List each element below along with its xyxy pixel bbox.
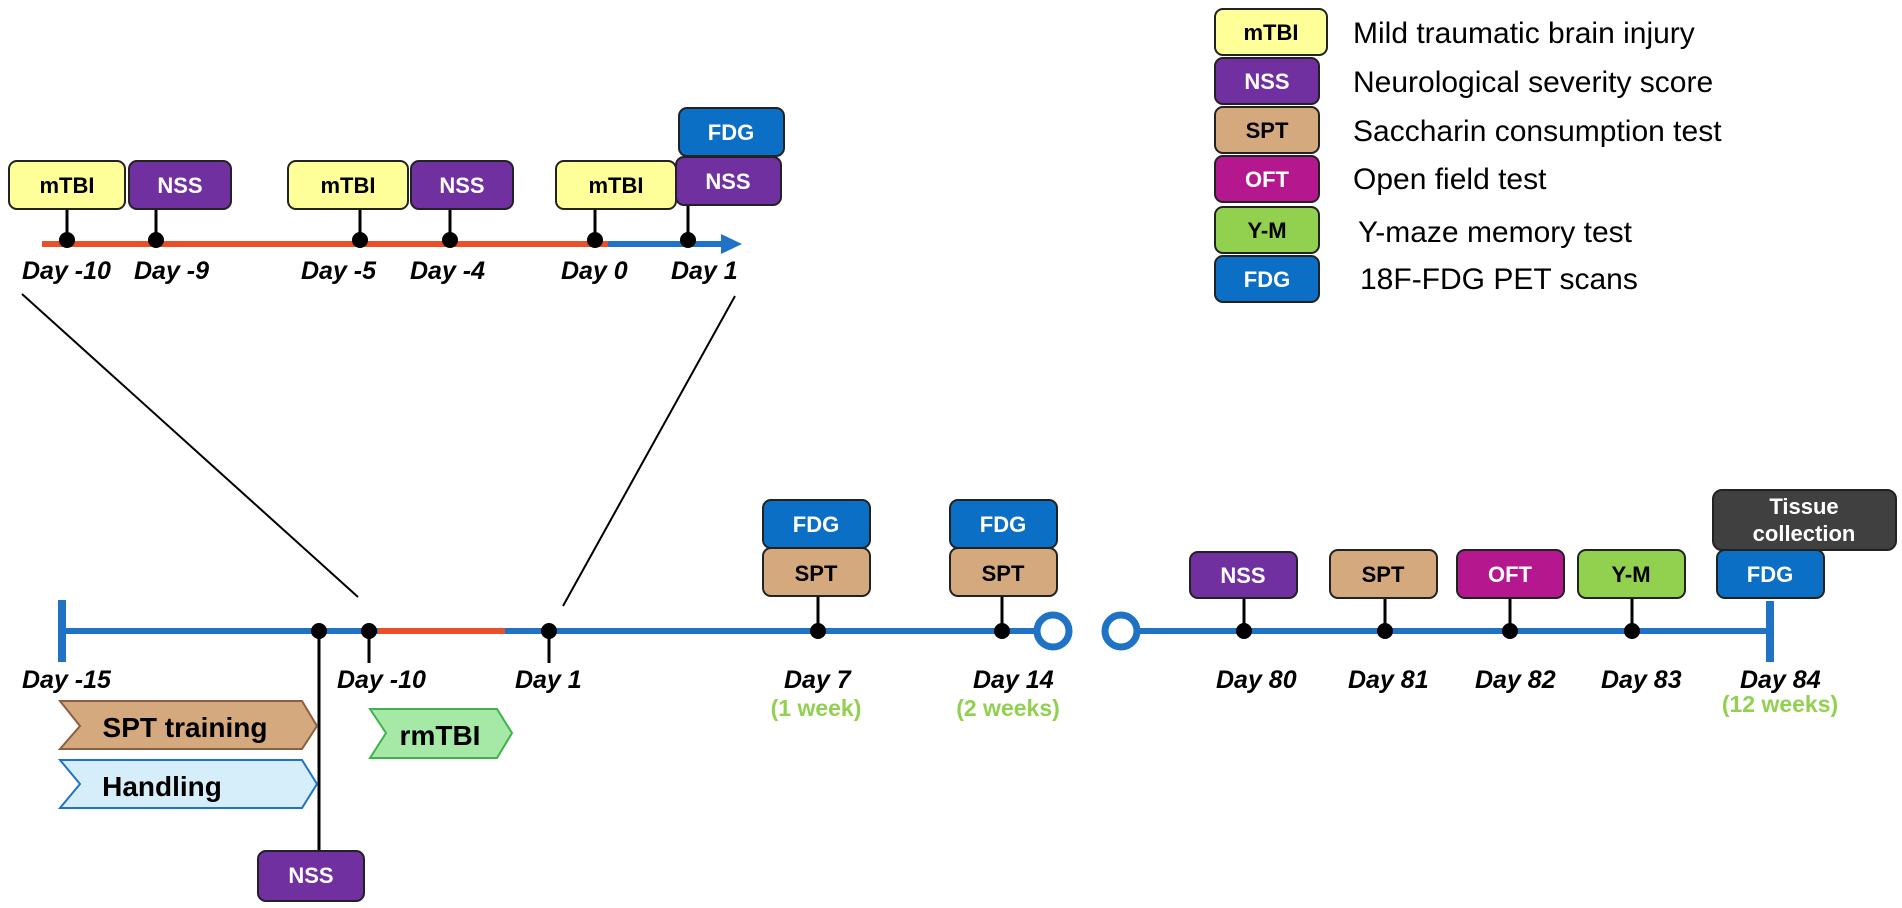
inset-badge-mtbi-day-5: mTBI: [287, 160, 409, 210]
legend-desc-nss: Neurological severity score: [1353, 66, 1713, 99]
legend-item-spt: SPT Saccharin consumption test: [1214, 106, 1722, 154]
inset-badge-fdg-day1: FDG: [678, 107, 785, 157]
legend-item-oft: OFT Open field test: [1214, 155, 1547, 203]
axis-break-right: [1101, 611, 1141, 651]
main-day-label: Day 7: [784, 666, 852, 694]
svg-text:NSS: NSS: [1220, 563, 1265, 588]
main-day-label: Day 83: [1601, 666, 1682, 694]
main-day-label: Day 81: [1348, 666, 1429, 694]
svg-text:FDG: FDG: [708, 120, 754, 145]
zoom-connector-lines: [21, 293, 736, 607]
main-day-label: Day 84: [1740, 666, 1821, 694]
legend-item-nss: NSS Neurological severity score: [1214, 57, 1713, 105]
svg-text:FDG: FDG: [793, 512, 839, 537]
axis-break-left: [1033, 611, 1073, 651]
legend-item-fdg: FDG 18F-FDG PET scans: [1214, 255, 1638, 303]
legend: mTBI Mild traumatic brain injury NSS Neu…: [1214, 8, 1722, 303]
inset-day-label: Day -10: [22, 257, 111, 285]
main-badge-spt-day14: SPT: [949, 547, 1058, 597]
inset-badge-mtbi-day0: mTBI: [555, 160, 677, 210]
main-badge-fdg-day84: FDG: [1716, 549, 1825, 599]
svg-text:FDG: FDG: [1747, 562, 1793, 587]
legend-item-mtbi: mTBI Mild traumatic brain injury: [1214, 8, 1695, 56]
rmtbi-label: rmTBI: [400, 720, 481, 751]
main-badge-fdg-day14: FDG: [949, 499, 1058, 549]
inset-day-label: Day -9: [134, 257, 209, 285]
week-label-day7: (1 week): [771, 695, 862, 721]
main-badge-tissue-collection-day84: Tissue collection: [1712, 489, 1897, 551]
main-badge-ym-day83: Y-M: [1577, 549, 1686, 599]
main-day-label: Day 80: [1216, 666, 1297, 694]
svg-text:mTBI: mTBI: [321, 173, 376, 198]
svg-text:SPT: SPT: [795, 561, 838, 586]
main-day-label: Day 1: [515, 666, 582, 694]
main-day-label: Day 82: [1475, 666, 1556, 694]
inset-day-label: Day -5: [301, 257, 377, 285]
legend-desc-spt: Saccharin consumption test: [1353, 115, 1722, 148]
legend-desc-oft: Open field test: [1353, 163, 1547, 196]
main-ticks: [311, 595, 1640, 870]
legend-code-oft: OFT: [1245, 167, 1290, 192]
svg-text:FDG: FDG: [980, 512, 1026, 537]
main-badge-nss-day-11: NSS: [257, 850, 365, 902]
legend-code-spt: SPT: [1246, 118, 1289, 143]
legend-desc-ym: Y-maze memory test: [1358, 216, 1633, 249]
main-day-label: Day 14: [973, 666, 1054, 694]
svg-text:mTBI: mTBI: [589, 173, 644, 198]
inset-badge-nss-day-4: NSS: [410, 160, 514, 210]
inset-day-label: Day 0: [561, 257, 628, 285]
legend-code-fdg: FDG: [1244, 267, 1290, 292]
svg-text:NSS: NSS: [157, 173, 202, 198]
handling-label: Handling: [102, 771, 222, 802]
inset-arrowhead: [721, 234, 742, 254]
svg-text:NSS: NSS: [705, 169, 750, 194]
week-label-day14: (2 weeks): [956, 695, 1060, 721]
legend-desc-fdg: 18F-FDG PET scans: [1360, 263, 1638, 296]
main-day-label: Day -10: [337, 666, 426, 694]
main-badge-fdg-day7: FDG: [762, 499, 871, 549]
inset-ticks: [59, 205, 696, 248]
inset-badge-mtbi-day-10: mTBI: [8, 160, 126, 210]
svg-text:collection: collection: [1753, 521, 1856, 546]
handling-arrow: Handling: [57, 759, 319, 809]
inset-timeline: mTBI NSS mTBI NSS mTBI NSS FDG Day -10 D…: [8, 107, 785, 285]
main-badge-nss-day80: NSS: [1189, 551, 1298, 599]
svg-text:Y-M: Y-M: [1611, 562, 1650, 587]
legend-item-ym: Y-M Y-maze memory test: [1214, 206, 1633, 254]
svg-text:OFT: OFT: [1488, 562, 1533, 587]
main-badge-oft-day82: OFT: [1456, 549, 1565, 599]
svg-text:mTBI: mTBI: [40, 173, 95, 198]
inset-badge-nss-day-9: NSS: [128, 160, 232, 210]
rmtbi-arrow: rmTBI: [368, 708, 514, 759]
main-badge-spt-day81: SPT: [1329, 549, 1438, 599]
spt-training-label: SPT training: [103, 712, 268, 743]
legend-code-mtbi: mTBI: [1244, 20, 1299, 45]
main-day-label: Day -15: [22, 666, 112, 694]
main-timeline: Day -15 Day -10 Day 1 Day 7 Day 14 Day 8…: [22, 489, 1897, 902]
svg-text:SPT: SPT: [1362, 562, 1405, 587]
legend-code-nss: NSS: [1244, 69, 1289, 94]
svg-text:Tissue: Tissue: [1769, 494, 1838, 519]
inset-day-label: Day -4: [410, 257, 485, 285]
spt-training-arrow: SPT training: [57, 700, 319, 750]
inset-day-label: Day 1: [671, 257, 738, 285]
inset-badge-nss-day1: NSS: [675, 156, 782, 206]
week-label-day84: (12 weeks): [1722, 691, 1838, 717]
svg-text:NSS: NSS: [288, 863, 333, 888]
main-badge-spt-day7: SPT: [762, 547, 871, 597]
legend-code-ym: Y-M: [1247, 218, 1286, 243]
legend-desc-mtbi: Mild traumatic brain injury: [1353, 17, 1695, 50]
svg-text:NSS: NSS: [439, 173, 484, 198]
svg-text:SPT: SPT: [982, 561, 1025, 586]
